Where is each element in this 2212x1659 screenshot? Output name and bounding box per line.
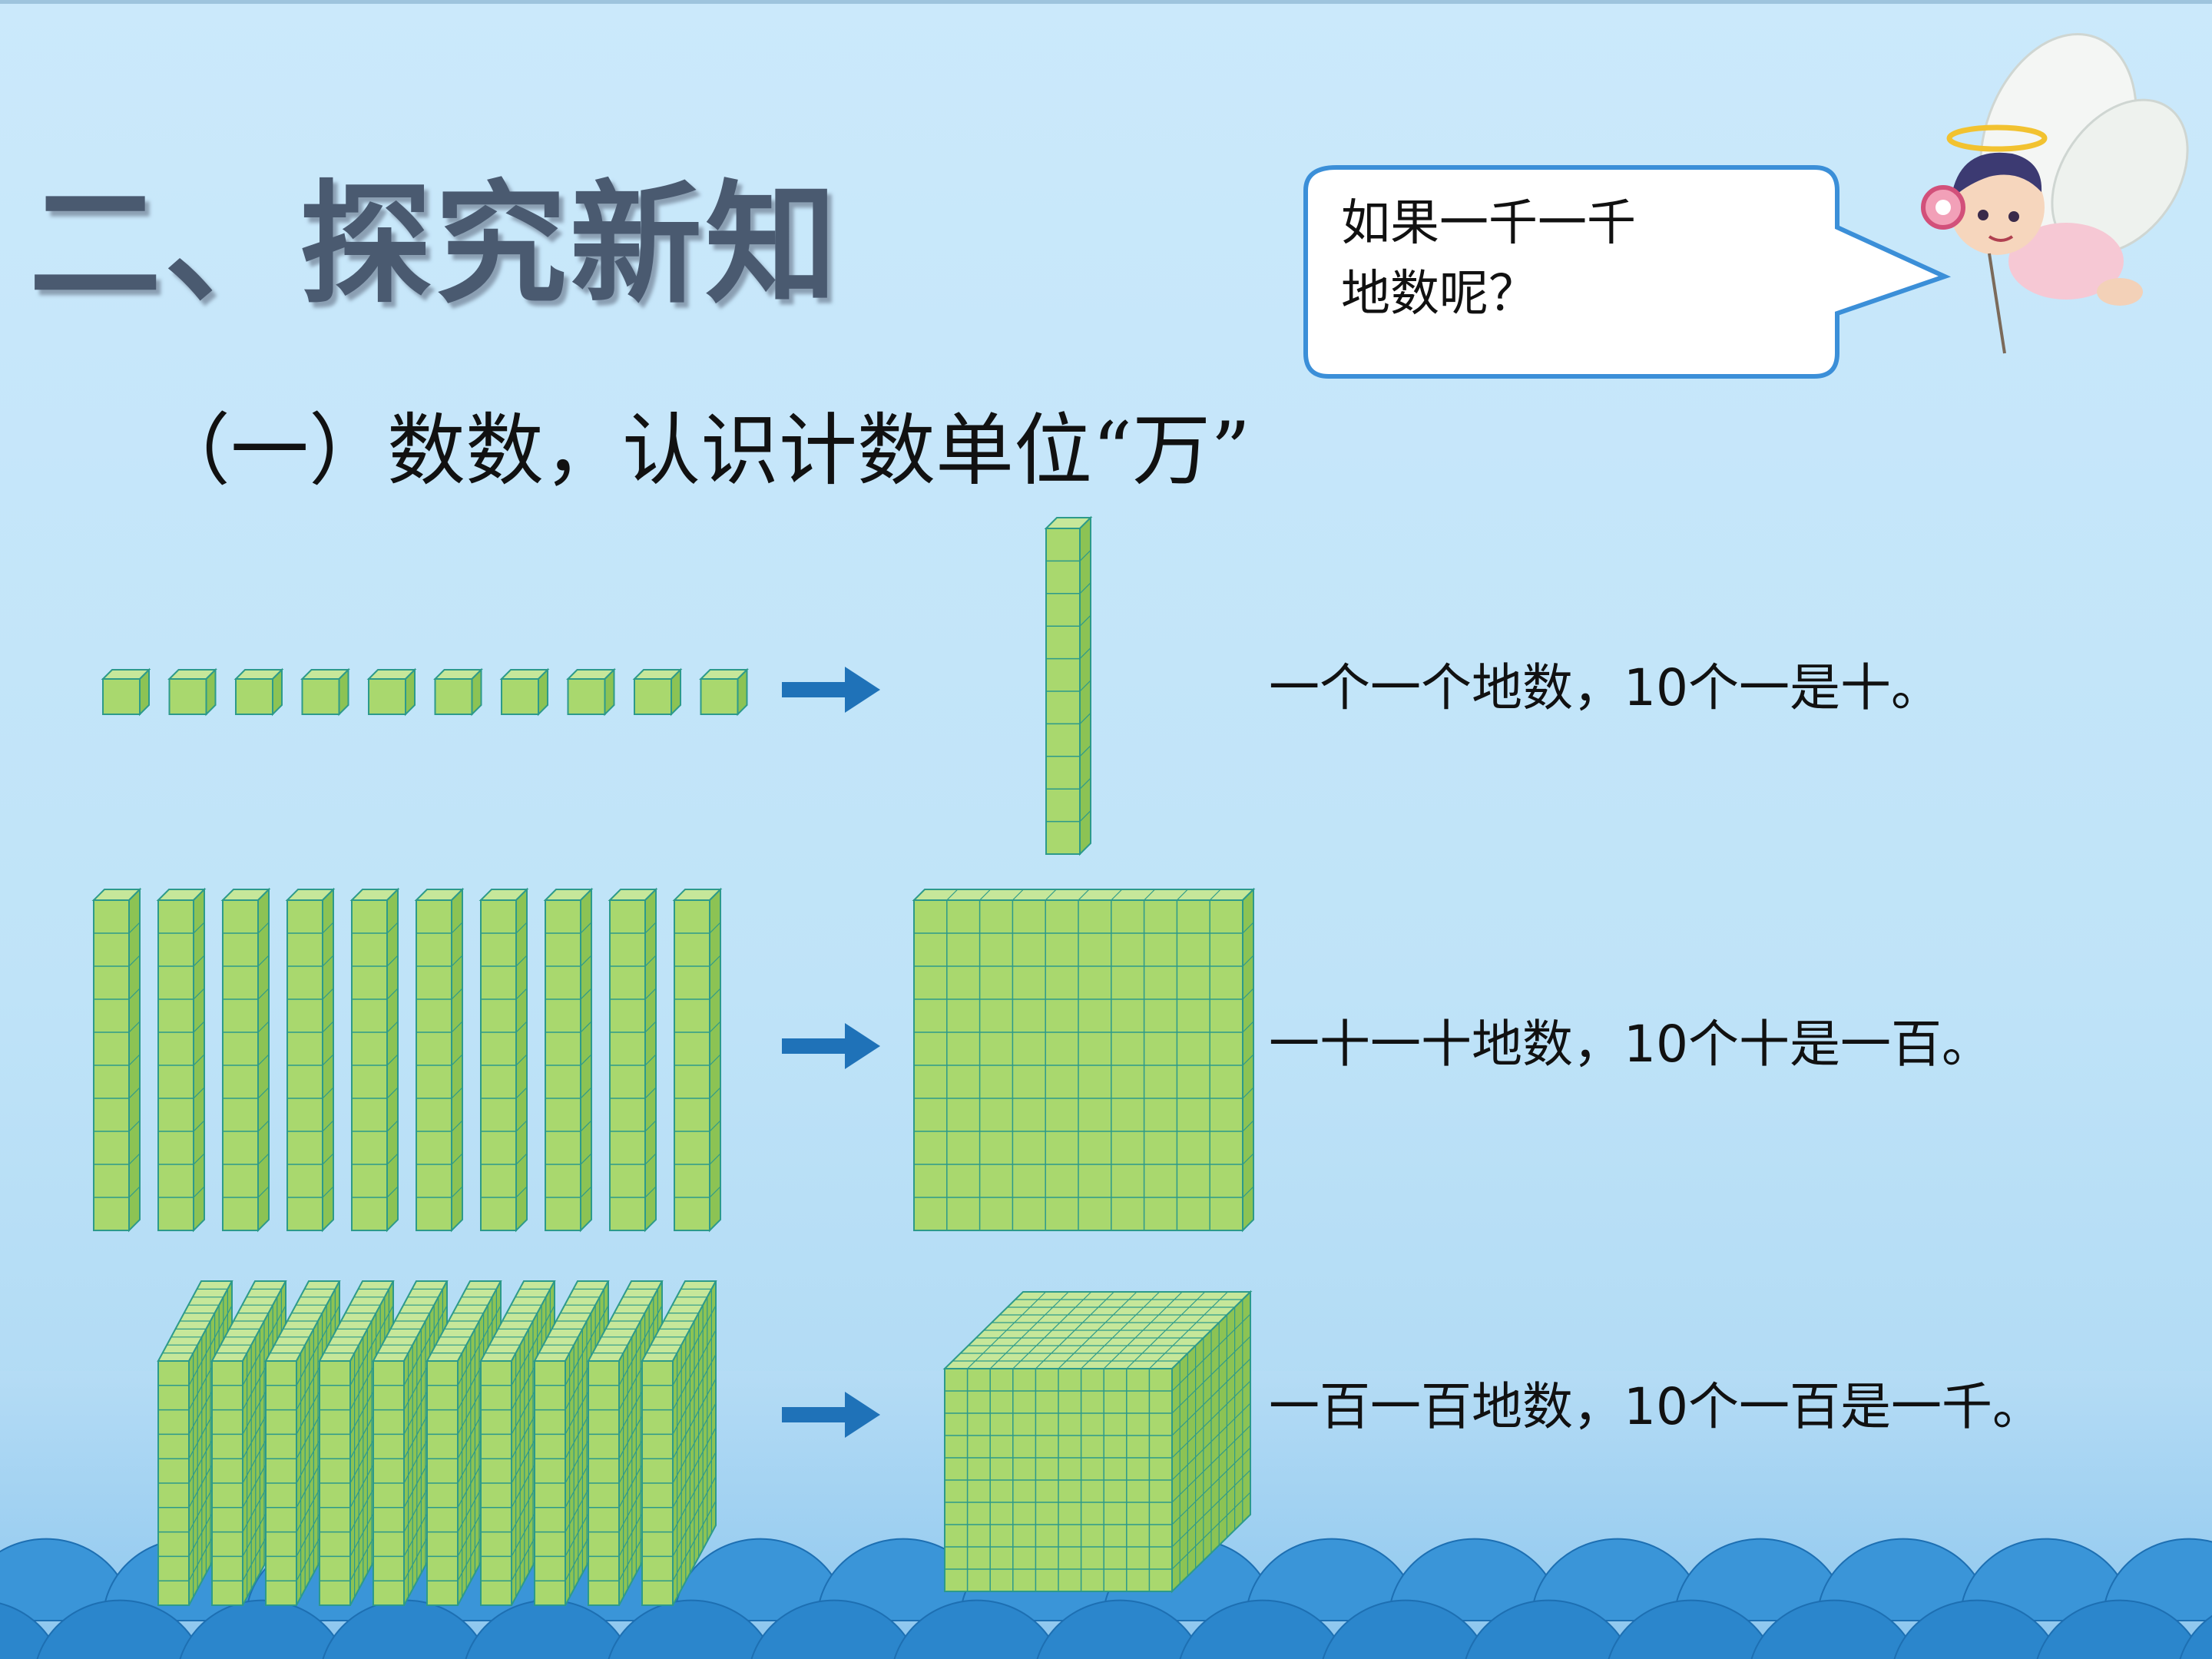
row-2-prefix: 一十一十地数， [1269,1015,1624,1074]
row-2-statement: 一十一十地数，10个十是一百。 [1269,1003,1992,1077]
row-3-suffix: 个一百是一千。 [1687,1377,2043,1436]
ten-rod-icon [672,887,723,1233]
hundred-flat-block [912,887,1256,1233]
row-1-statement: 一个一个地数，10个一是十。 [1269,647,1942,720]
unit-cube-icon [101,667,151,717]
row-1-suffix: 个一是十。 [1687,658,1942,717]
row-3-prefix: 一百一百地数， [1269,1377,1624,1436]
ten-rod-icon [285,887,336,1233]
row-2-number: 10 [1624,1015,1688,1074]
unit-cube-icon [300,667,350,717]
unit-cubes-group [101,667,749,717]
hundred-flat-icon [641,1280,717,1606]
arrow-icon-row-1 [782,667,880,713]
ten-rod-icon [543,887,594,1233]
row-1-prefix: 一个一个地数， [1269,658,1624,717]
speech-bubble-line-1: 如果一千一千 [1341,195,1636,252]
ten-rod-icon [156,887,207,1233]
hundred-flats-group [157,1280,717,1606]
arrow-icon-row-3 [782,1392,880,1438]
ten-rod-icon [349,887,400,1233]
top-border [0,0,2212,4]
unit-cube-icon [433,667,483,717]
unit-cube-icon [366,667,417,717]
unit-cube-icon [233,667,284,717]
speech-bubble-text: 如果一千一千 地数呢？ [1341,188,1636,329]
hundred-flat-icon [912,887,1256,1233]
fairy-character-icon [1921,32,2189,354]
wave-shape [2179,1614,2212,1659]
unit-cube-icon [167,667,217,717]
lesson-subtitle: （一）数数，认识计数单位“万” [152,406,1251,497]
section-title: 二、探究新知 [29,167,840,322]
ten-rod-icon [91,887,142,1233]
unit-cube-icon [632,667,683,717]
ten-rod-icon [478,887,529,1233]
arrow-icon-row-2 [782,1023,880,1069]
row-1-number: 10 [1624,658,1688,717]
speech-bubble-line-2: 地数呢？ [1341,266,1538,323]
row-3-statement: 一百一百地数，10个一百是一千。 [1269,1366,2043,1439]
unit-cube-icon [699,667,749,717]
thousand-cube-icon [942,1290,1253,1594]
row-2-suffix: 个十是一百。 [1687,1015,1992,1074]
speech-bubble [1303,165,1952,379]
ten-rods-group [91,887,723,1233]
thousand-cube-block [942,1290,1253,1594]
row-3-number: 10 [1624,1377,1688,1436]
ten-rod-icon [414,887,465,1233]
unit-cube-icon [499,667,550,717]
unit-cube-icon [566,667,616,717]
ten-rod-icon [608,887,658,1233]
ten-rod-block [1044,515,1093,856]
ten-rod-icon [220,887,271,1233]
ten-rod-icon [1044,515,1093,856]
